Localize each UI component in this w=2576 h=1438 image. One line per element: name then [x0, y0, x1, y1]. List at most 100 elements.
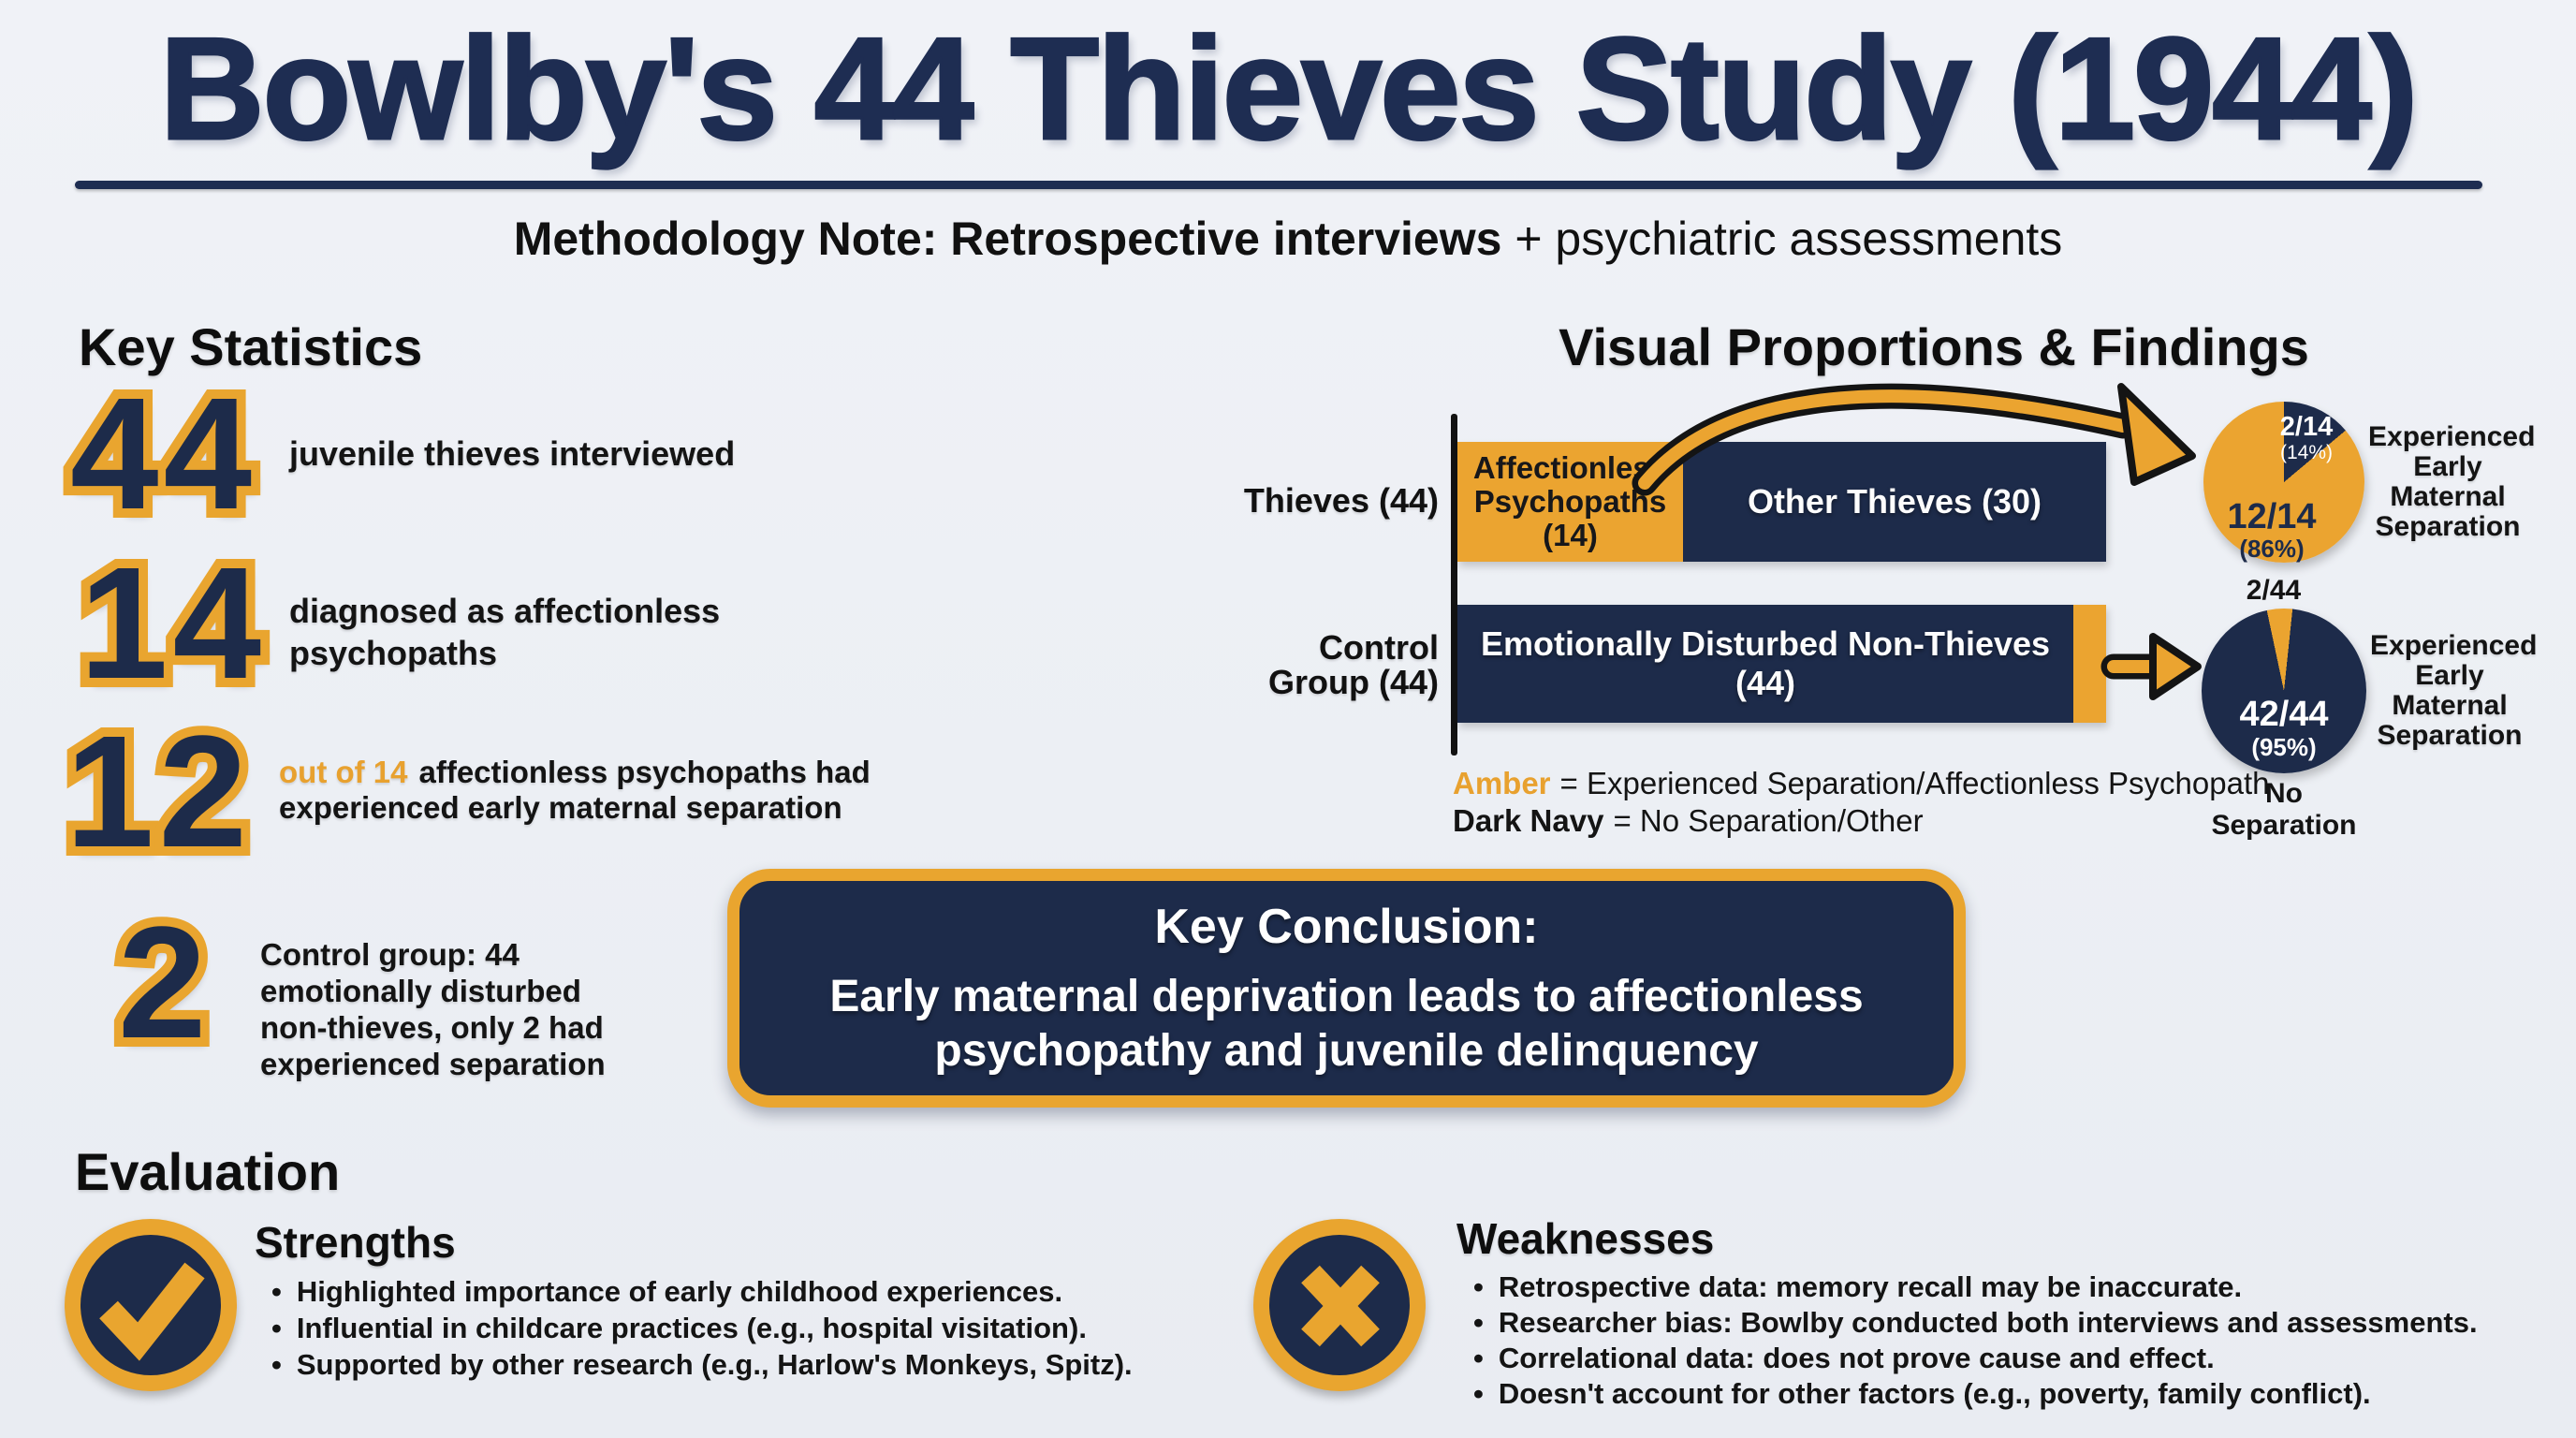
stat-caption-2-line4: experienced separation — [260, 1047, 606, 1081]
pie-control: 42/44 (95%) — [2202, 609, 2366, 773]
stat-caption-14-line1: diagnosed as affectionless — [289, 592, 721, 630]
stat-caption-2: Control group: 44 emotionally disturbed … — [260, 936, 606, 1082]
bar-chart-axis — [1451, 414, 1457, 756]
legend-amber-def: = Experienced Separation/Affectionless P… — [1559, 766, 2270, 800]
weakness-item-4-text: Doesn't account for other factors (e.g.,… — [1498, 1377, 2371, 1410]
pie-control-side-label: Experienced Early Maternal Separation — [2370, 630, 2538, 751]
pie-control-bottom-line2: Separation — [2211, 810, 2357, 841]
bar-thieves: Affectionless Psychopaths (14) Other Thi… — [1457, 442, 2106, 562]
stat-caption-12-line1: out of 14 affectionless psychopaths had — [279, 755, 871, 790]
pie-thieves: 2/14 (14%) 12/14 (86%) — [2203, 402, 2364, 563]
strength-item-1: Highlighted importance of early childhoo… — [271, 1273, 1133, 1310]
strength-item-2-text: Influential in childcare practices (e.g.… — [296, 1312, 1087, 1344]
straight-arrow-icon — [2100, 633, 2202, 700]
strength-item-3: Supported by other research (e.g., Harlo… — [271, 1346, 1133, 1383]
pie-control-side-line1: Experienced — [2370, 630, 2538, 661]
bar-row-label-thieves-text: Thieves (44) — [1243, 481, 1439, 520]
bar-row-label-thieves: Thieves (44) — [1161, 483, 1439, 518]
weakness-item-1-text: Retrospective data: memory recall may be… — [1498, 1270, 2243, 1303]
bar-row-label-control-line2: Group (44) — [1267, 663, 1439, 701]
pie-control-main-value: 42/44 — [2239, 695, 2329, 734]
stat-caption-44-line1: juvenile thieves interviewed — [289, 434, 736, 473]
key-conclusion-line1: Early maternal deprivation leads to affe… — [829, 971, 1864, 1021]
pie-control-main-label: 42/44 (95%) — [2228, 695, 2340, 761]
stat-number-14-outline: 14 — [70, 535, 271, 712]
curved-arrow-icon — [1632, 383, 2196, 496]
bar-row-label-control: Control Group (44) — [1161, 630, 1439, 699]
weakness-item-2: Researcher bias: Bowlby conducted both i… — [1473, 1305, 2478, 1341]
stat-number-44-fill: 44 — [70, 365, 257, 543]
key-conclusion-heading: Key Conclusion: — [1154, 899, 1539, 954]
pie-control-side-line2: Early — [2415, 660, 2484, 691]
strength-item-2: Influential in childcare practices (e.g.… — [271, 1310, 1133, 1346]
weakness-item-3-text: Correlational data: does not prove cause… — [1498, 1342, 2215, 1374]
key-conclusion-line2: psychopathy and juvenile delinquency — [934, 1025, 1759, 1076]
pie-thieves-slice-label: 2/14 (14%) — [2273, 413, 2340, 464]
methodology-note: Methodology Note: Retrospective intervie… — [0, 212, 2576, 266]
stat-number-2-fill: 2 — [118, 894, 212, 1072]
stat-caption-2-line1: Control group: 44 — [260, 937, 520, 972]
pie-thieves-side-label: Experienced Early Maternal Separation — [2368, 421, 2536, 542]
stat-caption-2-line2: emotionally disturbed — [260, 974, 581, 1008]
bar-control-segment-disturbed: Emotionally Disturbed Non-Thieves (44) — [1457, 605, 2073, 723]
strength-item-1-text: Highlighted importance of early childhoo… — [296, 1275, 1063, 1308]
stat-caption-12-rest: affectionless psychopaths had — [418, 755, 871, 789]
pie-thieves-side-line1: Experienced — [2368, 421, 2536, 452]
stat-caption-2-line3: non-thieves, only 2 had — [260, 1010, 604, 1045]
stat-number-12-fill: 12 — [66, 703, 253, 881]
stat-number-44-outline: 44 — [61, 365, 261, 543]
weaknesses-heading: Weaknesses — [1456, 1214, 1715, 1263]
evaluation-heading: Evaluation — [75, 1142, 341, 1201]
pie-control-side-line3: Maternal — [2392, 690, 2508, 721]
legend-navy-def: = No Separation/Other — [1613, 803, 1924, 838]
pie-thieves-slice-pct: (14%) — [2279, 442, 2334, 463]
pie-control-bottom-label: No Separation — [2202, 778, 2366, 842]
strengths-list: Highlighted importance of early childhoo… — [271, 1273, 1133, 1383]
methodology-rest: + psychiatric assessments — [1501, 213, 2063, 265]
pie-control-main-pct: (95%) — [2251, 733, 2317, 761]
strengths-badge — [65, 1219, 237, 1391]
pie-thieves-main-label: 12/14 (86%) — [2226, 498, 2318, 563]
visual-proportions-heading: Visual Proportions & Findings — [1559, 317, 2309, 376]
legend-amber: Amber= Experienced Separation/Affectionl… — [1453, 766, 2269, 801]
stat-caption-44: juvenile thieves interviewed — [289, 433, 735, 475]
bar-control: Emotionally Disturbed Non-Thieves (44) — [1457, 605, 2106, 723]
legend-amber-term: Amber — [1453, 766, 1551, 800]
legend-navy: Dark Navy = No Separation/Other — [1453, 803, 1924, 839]
weakness-item-3: Correlational data: does not prove cause… — [1473, 1341, 2478, 1376]
legend-navy-term: Dark Navy — [1453, 803, 1604, 838]
stat-caption-12-highlight: out of 14 — [279, 755, 408, 789]
bar-row-label-control-line1: Control — [1319, 628, 1439, 667]
key-conclusion-box: Key Conclusion: Early maternal deprivati… — [727, 869, 1966, 1108]
strengths-heading: Strengths — [255, 1218, 456, 1267]
pie-thieves-side-line3: Maternal — [2390, 481, 2506, 512]
stat-number-2-outline: 2 — [109, 894, 215, 1072]
key-statistics-heading: Key Statistics — [79, 317, 423, 376]
pie-control-bottom-line1: No — [2265, 778, 2303, 809]
page-title: Bowlby's 44 Thieves Study (1944) — [158, 7, 2420, 169]
weaknesses-badge — [1253, 1219, 1426, 1391]
strength-item-3-text: Supported by other research (e.g., Harlo… — [296, 1348, 1133, 1381]
pie-control-top-label: 2/44 — [2246, 575, 2302, 606]
bar-control-segment-disturbed-label: Emotionally Disturbed Non-Thieves (44) — [1480, 624, 2051, 702]
pie-thieves-side-line4: Separation — [2375, 511, 2521, 542]
weakness-item-1: Retrospective data: memory recall may be… — [1473, 1269, 2478, 1305]
methodology-bold: Methodology Note: Retrospective intervie… — [513, 213, 1502, 265]
pie-thieves-main-pct: (86%) — [2239, 535, 2305, 563]
weakness-item-4: Doesn't account for other factors (e.g.,… — [1473, 1376, 2478, 1412]
bar-control-segment-separated — [2073, 605, 2106, 723]
pie-thieves-side-line2: Early — [2413, 451, 2482, 482]
weaknesses-list: Retrospective data: memory recall may be… — [1473, 1269, 2478, 1412]
bar-thieves-segment-other: Other Thieves (30) — [1683, 442, 2106, 562]
pie-thieves-main-value: 12/14 — [2227, 497, 2317, 536]
stat-number-12-outline: 12 — [56, 703, 256, 881]
title-divider — [75, 181, 2482, 189]
bar-thieves-segment-affectionless: Affectionless Psychopaths (14) — [1457, 442, 1683, 562]
